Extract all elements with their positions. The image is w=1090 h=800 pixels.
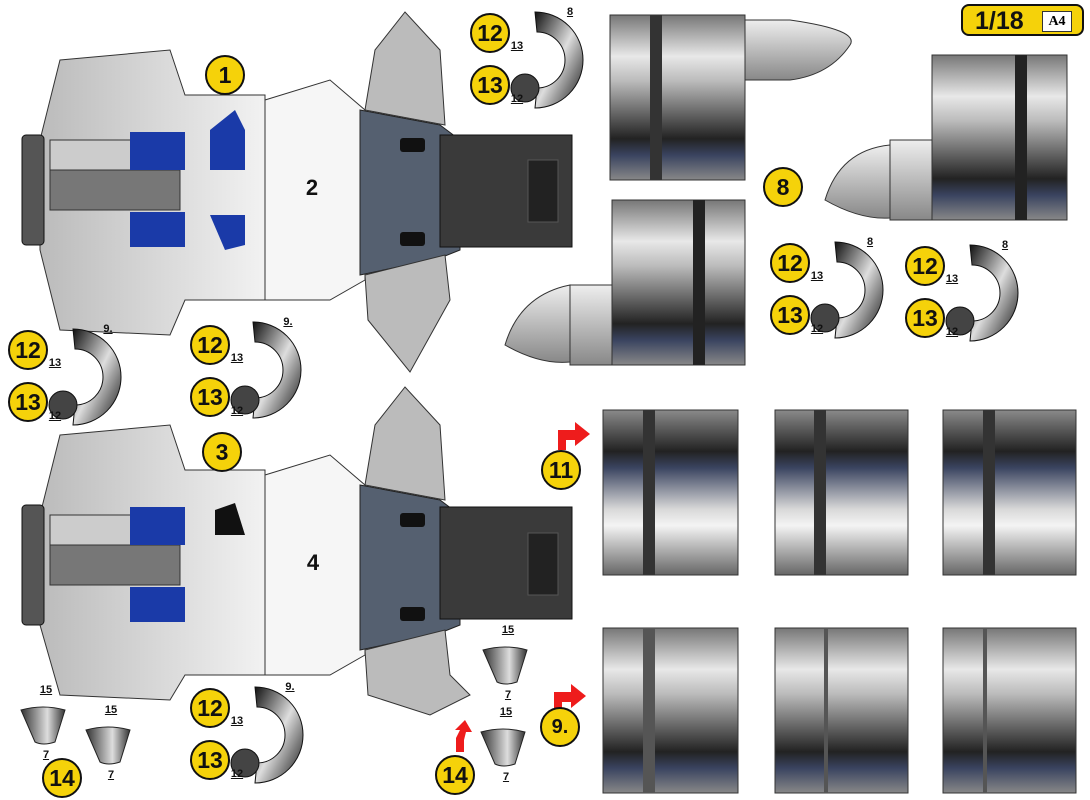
- tab-label-12: 12: [230, 768, 244, 780]
- part-label-13: 13: [8, 382, 48, 422]
- part-label-1: 1: [205, 55, 245, 95]
- cylinders-part-11: [602, 409, 1077, 576]
- part-label-12: 12: [8, 330, 48, 370]
- ring-segment: [834, 241, 884, 339]
- page-number: 1/18: [975, 7, 1024, 35]
- tab-label-13: 13: [230, 715, 244, 727]
- disc-part: [48, 390, 78, 420]
- cone-part: [482, 646, 528, 685]
- cone-label-bottom: 7: [42, 749, 50, 761]
- ring-part-number: 8: [866, 236, 874, 248]
- part-label-12: 12: [905, 246, 945, 286]
- ring-part-number: 9.: [285, 681, 295, 693]
- tab-label-13: 13: [945, 273, 959, 285]
- red-arrow-9: [554, 684, 586, 712]
- ring-part-number: 9.: [103, 323, 113, 335]
- part-label-12: 12: [470, 13, 510, 53]
- tab-label-12: 12: [48, 410, 62, 422]
- cone-label-top: 15: [501, 624, 515, 636]
- tab-label-13: 13: [810, 270, 824, 282]
- part-label-14: 14: [42, 758, 82, 798]
- ring-segment: [534, 11, 584, 109]
- ring-part-number: 8: [1001, 239, 1009, 251]
- fuselage-lower: [21, 386, 573, 716]
- tab-label-13: 13: [230, 352, 244, 364]
- ring-segment: [252, 321, 302, 419]
- part-label-14-b: 14: [435, 755, 475, 795]
- ring-part: [230, 321, 302, 419]
- ring-segment: [969, 244, 1019, 342]
- part-label-12: 12: [770, 243, 810, 283]
- part-label-13: 13: [905, 298, 945, 338]
- engine-pod-middle: [504, 199, 746, 366]
- ring-segment: [72, 328, 122, 426]
- tab-label-13: 13: [48, 357, 62, 369]
- ring-part: [810, 241, 884, 339]
- part-label-13: 13: [470, 65, 510, 105]
- engine-pod-top-left: [609, 14, 852, 181]
- disc-part: [510, 73, 540, 103]
- part-label-11: 11: [541, 450, 581, 490]
- cone-label-bottom: 7: [504, 689, 512, 701]
- ring-part: [945, 244, 1019, 342]
- cone-label-top: 15: [499, 706, 513, 718]
- disc-part: [810, 303, 840, 333]
- tab-label-12: 12: [510, 93, 524, 105]
- part-label-9: 9.: [540, 707, 580, 747]
- cone-part: [480, 728, 526, 767]
- tab-label-12: 12: [945, 326, 959, 338]
- part-label-13: 13: [770, 295, 810, 335]
- tab-label-12: 12: [810, 323, 824, 335]
- tab-label-12: 12: [230, 405, 244, 417]
- part-label-13: 13: [190, 377, 230, 417]
- cone-label-top: 15: [104, 704, 118, 716]
- part-label-12: 12: [190, 688, 230, 728]
- red-arrow-14: [455, 720, 472, 752]
- fuselage-upper: [21, 11, 573, 373]
- red-arrow-11: [558, 422, 590, 450]
- ring-part: [510, 11, 584, 109]
- cone-label-top: 15: [39, 684, 53, 696]
- part-label-12: 12: [190, 325, 230, 365]
- engine-pod-top-right: [824, 54, 1068, 221]
- ring-part-number: 9.: [283, 316, 293, 328]
- disc-part: [230, 385, 260, 415]
- ring-part: [230, 686, 304, 784]
- part-label-8: 8: [763, 167, 803, 207]
- part-label-13: 13: [190, 740, 230, 780]
- part-label-2: 2: [305, 175, 319, 200]
- disc-part: [945, 306, 975, 336]
- ring-segment: [254, 686, 304, 784]
- cone-label-bottom: 7: [502, 771, 510, 783]
- tab-label-13: 13: [510, 40, 524, 52]
- part-label-4: 4: [306, 550, 320, 575]
- cone-part: [85, 726, 131, 765]
- cone-label-bottom: 7: [107, 769, 115, 781]
- ring-part: [48, 328, 122, 426]
- disc-part: [230, 748, 260, 778]
- cone-part: [20, 706, 66, 745]
- ring-part-number: 8: [566, 6, 574, 18]
- page-number-badge: 1/18 A4: [961, 4, 1084, 36]
- part-label-3: 3: [202, 432, 242, 472]
- paper-size-icon: A4: [1042, 11, 1072, 32]
- cylinders-part-9: [602, 627, 1077, 794]
